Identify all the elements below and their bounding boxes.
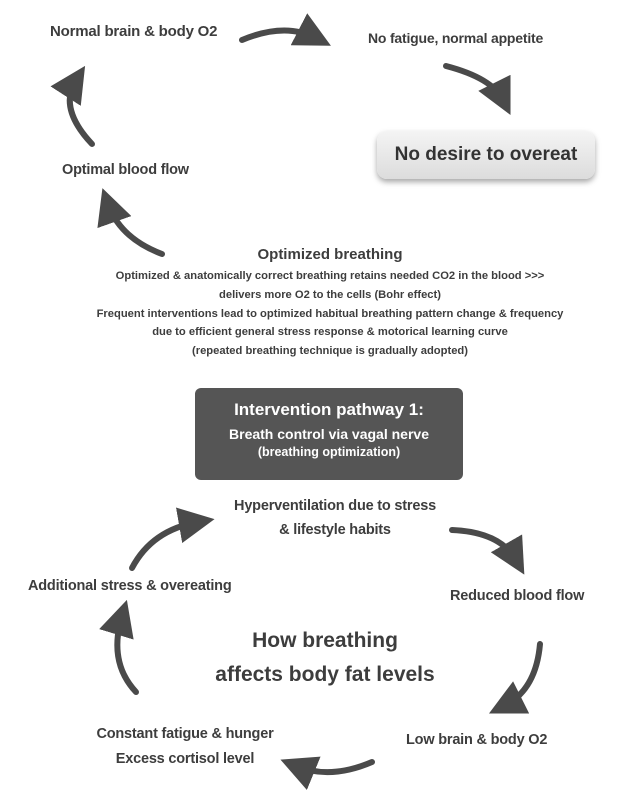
optimal-blood-flow-label: Optimal blood flow [62, 162, 189, 178]
low-brain-o2-label: Low brain & body O2 [406, 732, 548, 748]
center-title-line-1: How breathing [252, 629, 398, 652]
no-desire-overeat-box: No desire to overeat [377, 131, 595, 179]
optimized-breathing-line: (repeated breathing technique is gradual… [191, 345, 468, 358]
arrow-breathing-to-bloodflow [97, 188, 165, 257]
optimized-breathing-line: Optimized & anatomically correct breathi… [115, 270, 545, 282]
hyperventilation-line-2: & lifestyle habits [279, 522, 391, 538]
arrow-low-to-fatigue [280, 756, 375, 790]
no-fatigue-label: No fatigue, normal appetite [368, 30, 544, 46]
fatigue-cortisol-label: Constant fatigue & hunger Excess cortiso… [70, 722, 300, 772]
no-desire-overeat-label: No desire to overeat [394, 144, 578, 165]
arrow-hyper-to-reduced [449, 527, 525, 575]
optimized-breathing-line: due to efficient general stress response… [152, 326, 508, 339]
arrow-bloodflow-to-brain [50, 65, 95, 147]
arrow-reduced-to-low [488, 641, 543, 714]
arrow-stress-to-hyper [129, 507, 215, 571]
arrow-fatigue-to-stress [99, 599, 139, 695]
hyperventilation-label: Hyperventilation due to stress & lifesty… [200, 494, 470, 542]
center-title: How breathing affects body fat levels [200, 624, 450, 692]
intervention-note: (breathing optimization) [257, 445, 401, 459]
normal-brain-o2-label: Normal brain & body O2 [50, 23, 218, 40]
additional-stress-label: Additional stress & overeating [28, 578, 232, 594]
optimized-breathing-line: Frequent interventions lead to optimized… [96, 307, 564, 320]
optimized-breathing-heading: Optimized breathing [257, 246, 403, 263]
reduced-blood-flow-label: Reduced blood flow [450, 588, 585, 604]
intervention-subtitle: Breath control via vagal nerve [229, 426, 429, 442]
optimized-breathing-line: delivers more O2 to the cells (Bohr effe… [219, 288, 441, 301]
optimized-breathing-block: Optimized breathing Optimized & anatomic… [80, 246, 580, 361]
arrow-fatigue-to-overeat [443, 63, 511, 116]
hyperventilation-line-1: Hyperventilation due to stress [234, 498, 436, 514]
center-title-line-2: affects body fat levels [215, 663, 435, 686]
fatigue-line-1: Constant fatigue & hunger [96, 726, 274, 742]
arrow-brain-to-fatigue [239, 13, 331, 46]
fatigue-line-2: Excess cortisol level [115, 751, 255, 767]
intervention-box: Intervention pathway 1: Breath control v… [195, 388, 463, 480]
intervention-title: Intervention pathway 1: [234, 400, 424, 419]
